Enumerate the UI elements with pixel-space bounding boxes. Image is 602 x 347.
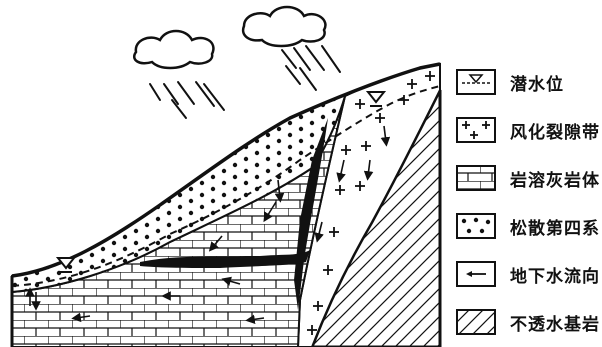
cloud-left bbox=[134, 31, 213, 68]
arrow-left-icon bbox=[456, 261, 496, 287]
dots-pattern-icon bbox=[456, 213, 496, 239]
legend-item-loose-quaternary: 松散第四系 bbox=[456, 208, 602, 248]
brick-pattern-icon bbox=[456, 165, 496, 191]
legend-label: 地下水流向 bbox=[510, 262, 600, 287]
legend-label: 松散第四系 bbox=[510, 214, 600, 239]
hatch-pattern-icon bbox=[456, 309, 496, 335]
legend-item-karst-limestone: 岩溶灰岩体 bbox=[456, 160, 602, 200]
legend-label: 岩溶灰岩体 bbox=[510, 166, 600, 191]
legend-label: 风化裂隙带 bbox=[510, 118, 600, 143]
legend-item-flow-direction: 地下水流向 bbox=[456, 256, 602, 296]
legend-item-weathered-zone: 风化裂隙带 bbox=[456, 112, 602, 152]
cross-pattern-icon bbox=[456, 117, 496, 143]
legend-label: 潜水位 bbox=[510, 70, 564, 95]
legend-item-water-table: 潜水位 bbox=[456, 64, 602, 104]
cloud-right bbox=[243, 7, 325, 46]
legend-label: 不透水基岩 bbox=[510, 310, 600, 335]
legend-item-impermeable-bedrock: 不透水基岩 bbox=[456, 304, 602, 344]
water-table-symbol-icon bbox=[456, 69, 496, 95]
